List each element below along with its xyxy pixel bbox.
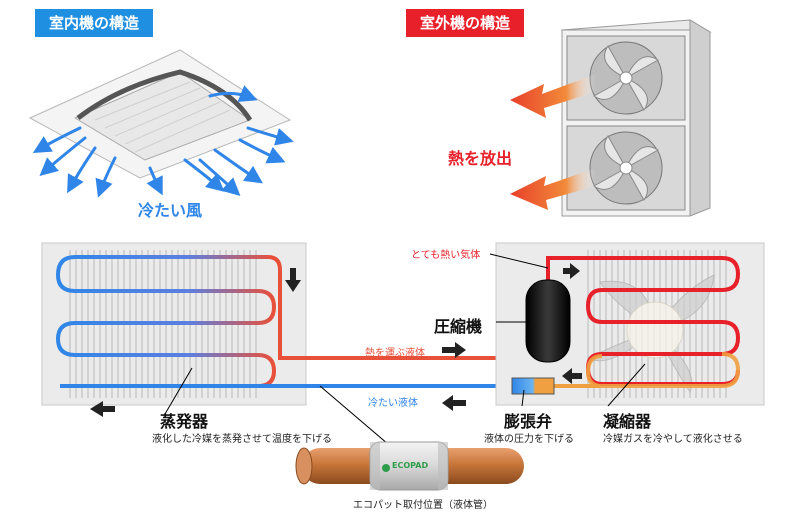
heat-release-arrows (510, 74, 596, 210)
condenser-coil-cool (585, 352, 741, 388)
compressor (525, 279, 571, 363)
indoor-header-tag: 室内機の構造 (35, 9, 154, 37)
outdoor-header-text: 室外機の構造 (420, 14, 511, 32)
evaporator-coil (55, 255, 277, 388)
outdoor-fan-top (589, 41, 663, 115)
flow-arrow-left-indoor (90, 401, 115, 417)
leader-evaporator (164, 367, 193, 415)
evaporator-desc: 液化した冷媒を蒸発させて温度を下げる (152, 434, 332, 445)
leader-ecopad (319, 385, 396, 451)
indoor-header-text: 室内機の構造 (49, 14, 140, 32)
expansion-valve-label: 膨張弁 (504, 412, 553, 431)
ecopad-position-label: エコパット取付位置（液体管） (353, 500, 493, 511)
flow-arrows (90, 263, 582, 417)
hot-gas-pipe (546, 256, 560, 285)
leader-condenser (607, 363, 646, 407)
expansion-valve (511, 377, 555, 395)
flow-arrow-left-condenser (562, 368, 582, 384)
cold-airflow-arrows (32, 85, 294, 198)
hot-liquid-pipe (267, 255, 525, 360)
condenser-desc: 冷媒ガスを冷やして液化させる (603, 434, 743, 445)
hot-gas-label: とても熱い気体 (411, 250, 481, 261)
flow-arrow-down (285, 268, 301, 292)
ecopad-pipe-assembly (295, 441, 524, 491)
flow-arrow-right-hot (442, 342, 466, 358)
condenser-label: 凝縮器 (603, 412, 652, 431)
indoor-cassette-unit (28, 49, 292, 179)
ecopad-logo: ECOPAD (392, 461, 429, 470)
cold-air-label: 冷たい風 (138, 201, 203, 220)
compressor-label: 圧縮機 (434, 317, 483, 336)
flow-arrow-left-cold (442, 395, 466, 411)
leader-expansion-valve (521, 389, 525, 407)
evaporator-label: 蒸発器 (160, 412, 209, 431)
outdoor-fan-bottom (589, 131, 663, 205)
heat-release-label: 熱を放出 (448, 149, 513, 168)
leader-hot-gas (489, 253, 549, 269)
flow-arrow-right-gas (563, 263, 580, 279)
cold-liquid-label: 冷たい液体 (368, 398, 418, 409)
hot-liquid-label: 熱を運ぶ液体 (365, 348, 425, 359)
outdoor-header-tag: 室外機の構造 (406, 9, 525, 37)
expansion-valve-desc: 液体の圧力を下げる (484, 434, 574, 445)
